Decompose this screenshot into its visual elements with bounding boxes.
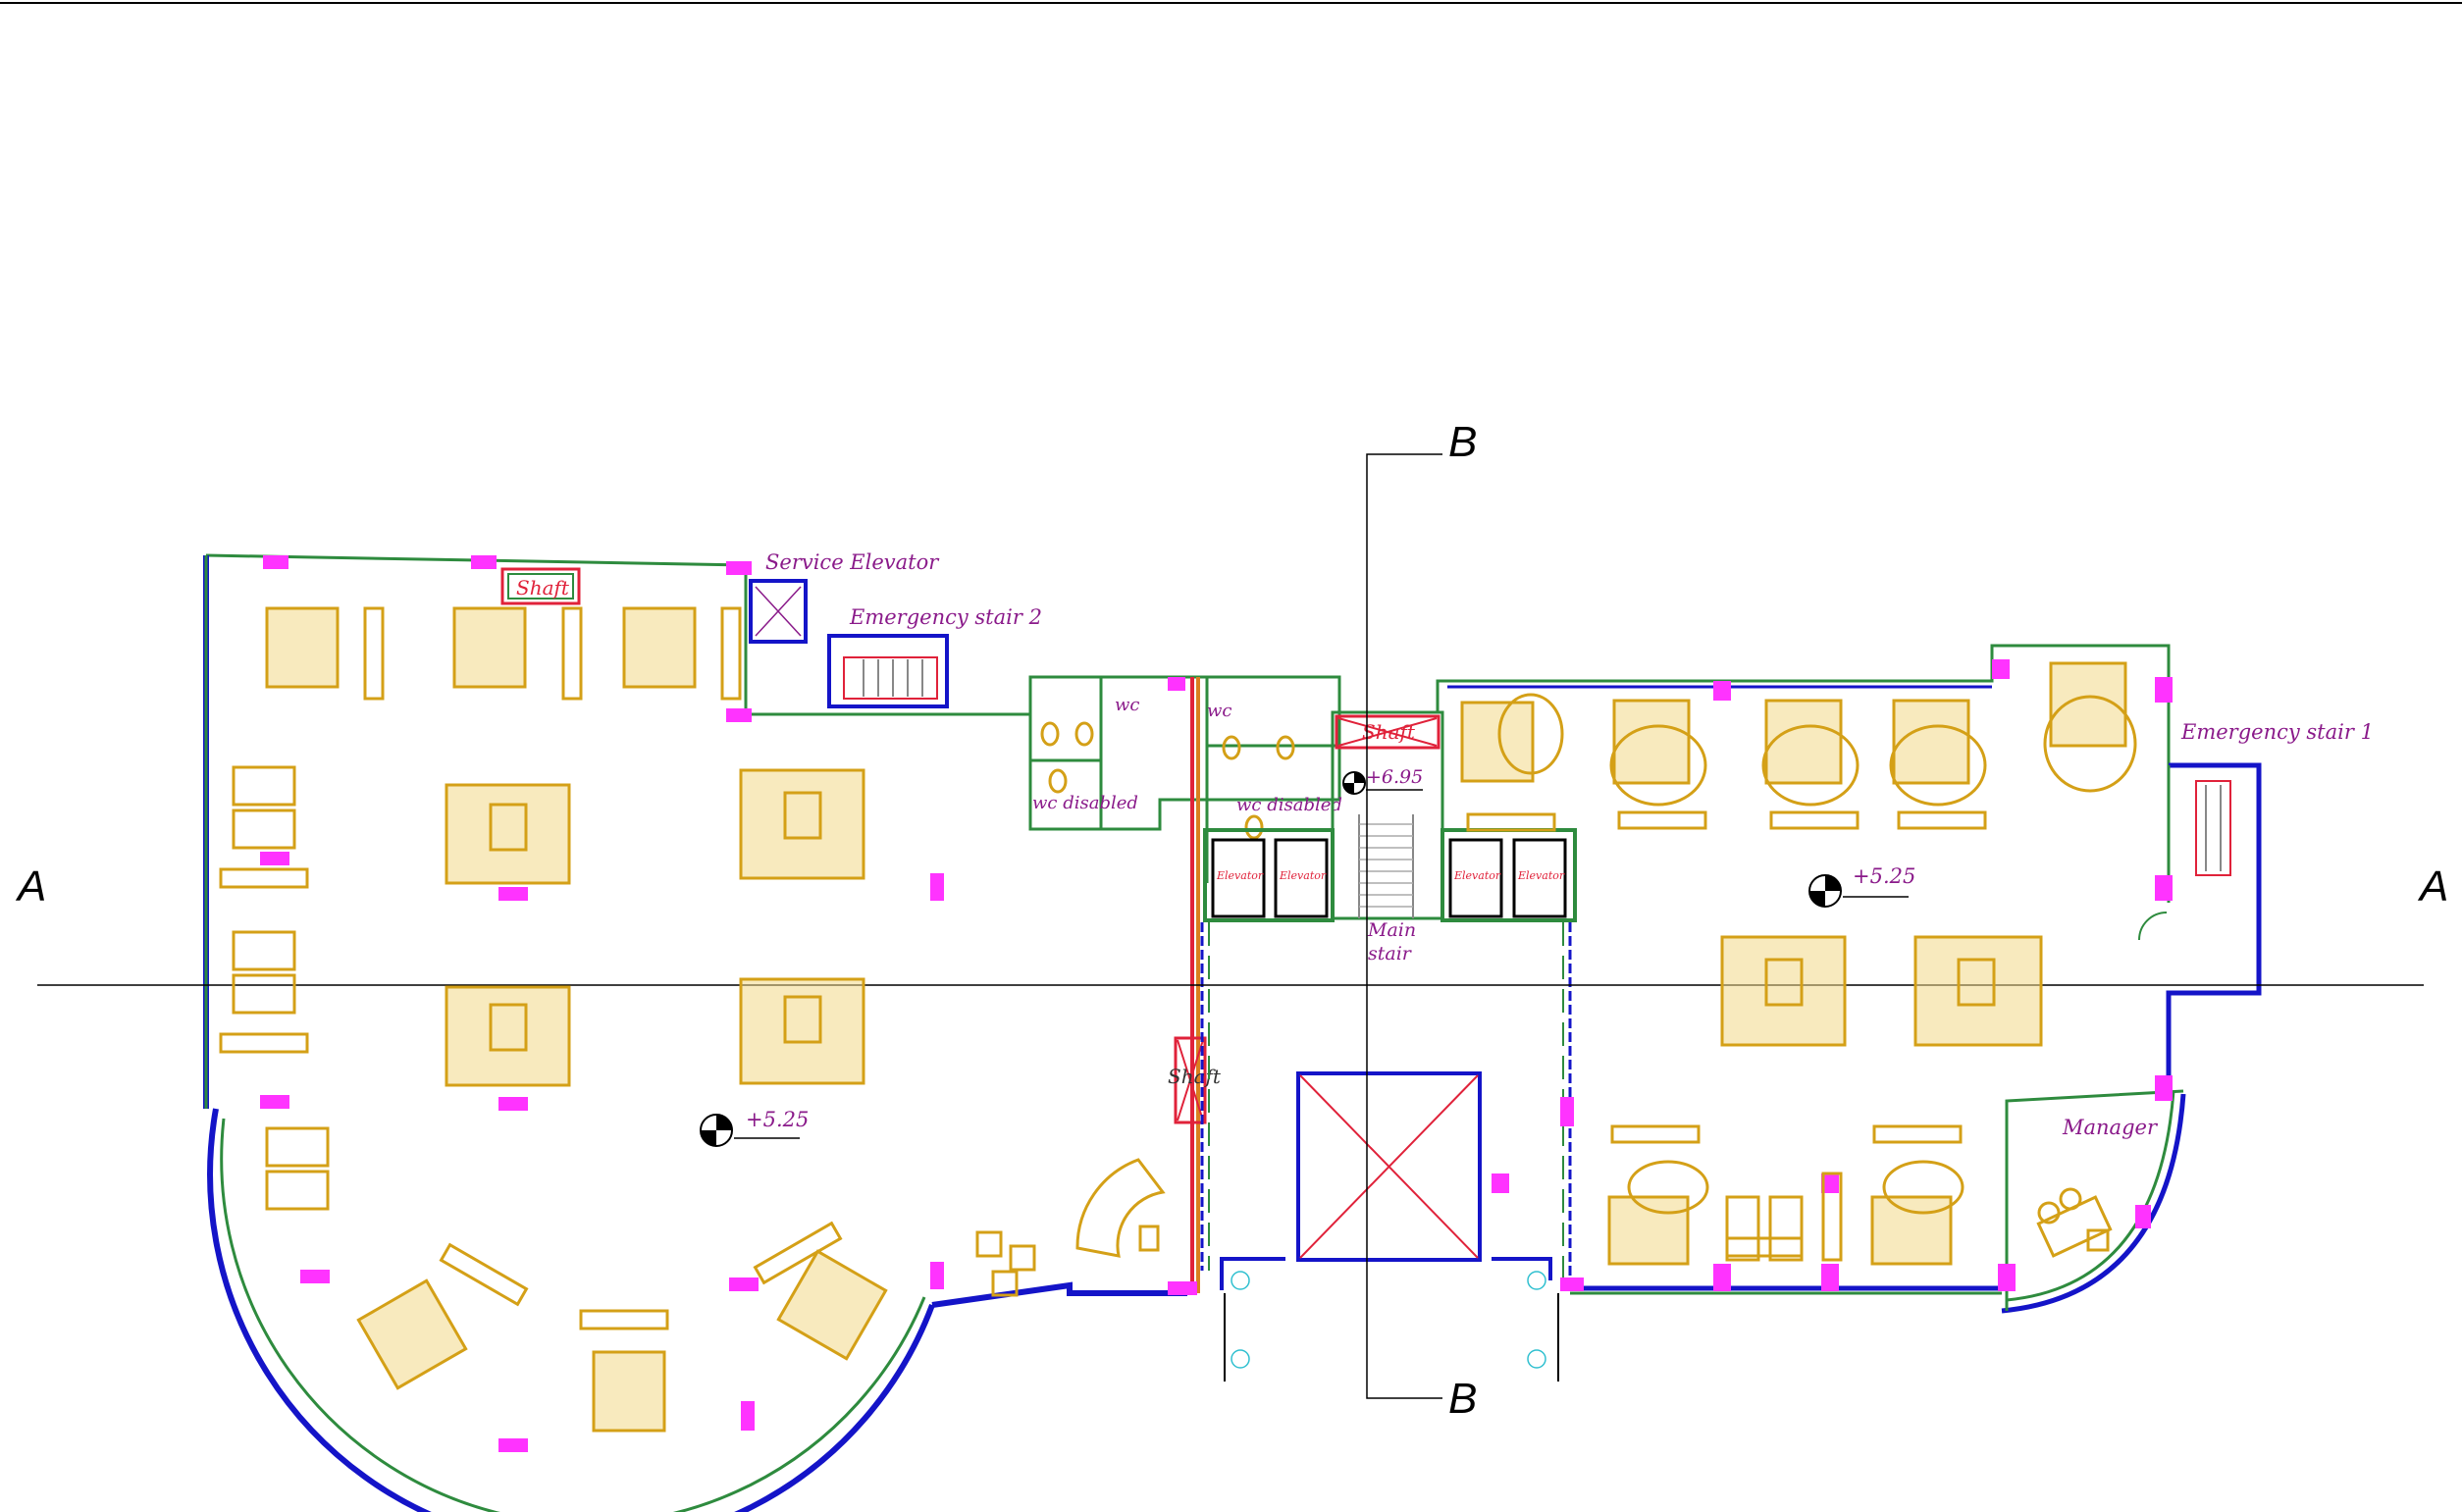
elevator-4-label: Elevator: [1517, 869, 1565, 882]
sofa-set: [739, 768, 865, 880]
bed: [1889, 699, 1987, 830]
manager-desk: [2036, 1187, 2113, 1258]
section-a-left: A: [15, 862, 46, 911]
level-marker-left: [700, 1114, 800, 1147]
bed: [2043, 661, 2137, 793]
level-left-text: +5.25: [746, 1108, 809, 1131]
bed: [579, 1309, 669, 1433]
bed: [1607, 1124, 1709, 1266]
elevator-2-label: Elevator: [1279, 869, 1327, 882]
lounge-chairs: [265, 1126, 330, 1211]
wc-disabled-1-label: wc disabled: [1032, 793, 1138, 813]
emergency-stair-1-label: Emergency stair 1: [2180, 720, 2374, 744]
main-stair-treads: [1359, 823, 1413, 908]
service-elevator: [749, 579, 808, 644]
elevator-bank-left: [1203, 828, 1335, 922]
armchairs: [975, 1225, 1160, 1297]
right-wing-furniture: [1460, 661, 2137, 1266]
bed: [452, 606, 583, 701]
emergency-stair-2: [827, 634, 949, 708]
level-marker-stair: [1342, 771, 1423, 795]
main-stair: [1331, 710, 1444, 920]
elevator-1-label: Elevator: [1216, 869, 1264, 882]
columns: [260, 555, 2173, 1452]
lounge-chairs: [219, 930, 309, 1054]
bed: [622, 606, 742, 701]
wc-2-label: wc: [1207, 701, 1232, 721]
toilet-fixtures: [1040, 721, 1295, 840]
main-stair-label-line2: stair: [1368, 943, 1413, 965]
main-stair-label-line1: Main: [1367, 919, 1416, 941]
shaft-top-label: Shaft: [516, 576, 570, 600]
bed: [1609, 699, 1707, 830]
sofa-set: [1913, 935, 2043, 1047]
bed: [265, 606, 385, 701]
section-line-b: [1366, 453, 1442, 1399]
emergency-stair-2-label: Emergency stair 2: [849, 605, 1042, 629]
bed: [1460, 693, 1564, 832]
section-b-top: B: [1448, 418, 1477, 466]
atrium: [1200, 922, 1572, 1382]
service-elevator-label: Service Elevator: [765, 550, 940, 574]
shaft-middle-label: Shaft: [1168, 1065, 1222, 1088]
lounge-chairs: [219, 765, 309, 889]
shaft-center-label: Shaft: [1362, 720, 1416, 744]
sofa-set: [445, 783, 571, 885]
elevator-3-label: Elevator: [1453, 869, 1501, 882]
wc-1-label: wc: [1115, 695, 1140, 715]
left-wing-walls: [203, 553, 1187, 1512]
section-a-right: A: [2417, 862, 2448, 911]
sofa-set: [739, 977, 865, 1085]
emergency-stair-1: [2138, 780, 2231, 941]
manager-label: Manager: [2062, 1116, 2159, 1139]
wc-core-walls: [1028, 675, 1341, 883]
bed: [753, 1221, 888, 1361]
sofa-set: [1720, 935, 1847, 1047]
wc-disabled-2-label: wc disabled: [1236, 795, 1342, 815]
shaft-top: [500, 567, 581, 605]
sofa-set: [445, 985, 571, 1087]
left-wing-furniture: [219, 606, 1166, 1433]
lounge-chairs: [1725, 1172, 1843, 1262]
bed: [1761, 699, 1860, 830]
level-right-text: +5.25: [1853, 864, 1915, 888]
level-stair-text: +6.95: [1366, 766, 1423, 788]
reception-desk: [1075, 1158, 1166, 1258]
bed: [1870, 1124, 1964, 1266]
bed: [356, 1242, 529, 1390]
section-b-bottom: B: [1448, 1375, 1477, 1423]
level-marker-right: [1808, 874, 1909, 908]
